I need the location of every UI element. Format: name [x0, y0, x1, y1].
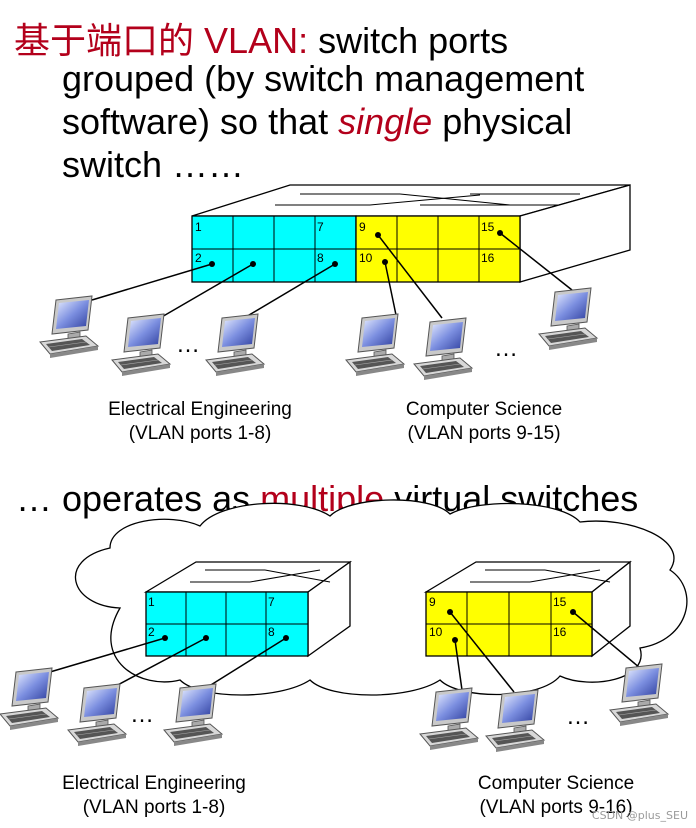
title-line3-a: software) so that — [62, 101, 329, 142]
bottom-ee-port-label: 1 — [148, 595, 155, 609]
ellipsis-ee-bottom: … — [130, 701, 154, 728]
top-ee-name: Electrical Engineering — [108, 399, 292, 420]
computer-icon — [538, 287, 598, 351]
bottom-cs-port-label: 15 — [553, 595, 567, 609]
bottom-cs-name: Computer Science — [477, 773, 635, 794]
top-port-label: 15 — [481, 220, 495, 234]
bottom-ee-port-label: 7 — [268, 595, 275, 609]
bottom-switch-cs: 9 10 15 16 — [423, 560, 632, 658]
bottom-ee-label: Electrical Engineering (VLAN ports 1-8) — [24, 772, 284, 820]
computer-icon — [413, 317, 473, 381]
top-ee-label: Electrical Engineering (VLAN ports 1-8) — [70, 398, 330, 446]
title-line-2: grouped (by switch management — [62, 58, 585, 99]
ellipsis-cs-bottom: … — [566, 703, 590, 730]
top-switch: 1 2 7 8 9 10 15 16 — [191, 184, 631, 283]
title-line-4: switch …… — [62, 144, 245, 185]
top-port-label: 9 — [359, 220, 366, 234]
computer-icon — [67, 683, 127, 747]
ellipsis-cs-top: … — [494, 335, 518, 362]
top-cs-label: Computer Science (VLAN ports 9-15) — [354, 398, 614, 446]
computer-icon — [419, 687, 479, 751]
bottom-cs-port-label: 16 — [553, 625, 567, 639]
computer-icon — [345, 313, 405, 377]
top-port-label: 10 — [359, 251, 373, 265]
bottom-ee-name: Electrical Engineering — [62, 773, 246, 794]
top-cs-name: Computer Science — [405, 399, 563, 420]
subtitle-a: … operates as — [16, 478, 251, 519]
computer-icon — [485, 689, 545, 753]
top-port-label: 16 — [481, 251, 495, 265]
title-line3-em: single — [338, 101, 433, 142]
computer-icon — [111, 313, 171, 377]
watermark: CSDN @plus_SEU — [591, 809, 688, 822]
title-prefix-cn: 基于端口的 — [14, 21, 195, 62]
computer-icon — [0, 667, 59, 731]
title-line3-b: physical — [442, 101, 573, 142]
bottom-switch-ee: 1 2 7 8 — [143, 560, 353, 658]
top-port-label: 7 — [317, 220, 324, 234]
top-cables — [91, 232, 573, 319]
bottom-ee-port-label: 8 — [268, 625, 275, 639]
top-cs-ports: (VLAN ports 9-15) — [407, 423, 561, 444]
computer-icon — [205, 313, 265, 377]
title-line-3: software) so that single physical — [62, 101, 572, 143]
top-port-label: 8 — [317, 251, 324, 265]
top-port-label: 2 — [195, 251, 202, 265]
ellipsis-ee-top: … — [176, 331, 200, 358]
bottom-ee-ports: (VLAN ports 1-8) — [82, 797, 226, 818]
bottom-ee-port-label: 2 — [148, 625, 155, 639]
top-ee-ports: (VLAN ports 1-8) — [128, 423, 272, 444]
bottom-cs-label: Computer Science (VLAN ports 9-16) — [426, 772, 686, 820]
bottom-cs-port-label: 10 — [429, 625, 443, 639]
bottom-cables — [49, 611, 641, 693]
bottom-cs-ports: (VLAN ports 9-16) — [479, 797, 633, 818]
top-port-label: 1 — [195, 220, 202, 234]
computer-icon — [163, 683, 223, 747]
computer-icon — [39, 295, 99, 359]
title-line1-rest: switch ports — [318, 20, 509, 61]
title-line-1: 基于端口的 VLAN: switch ports — [14, 12, 508, 64]
bottom-cs-port-label: 9 — [429, 595, 436, 609]
title-vlan: VLAN: — [204, 20, 309, 61]
